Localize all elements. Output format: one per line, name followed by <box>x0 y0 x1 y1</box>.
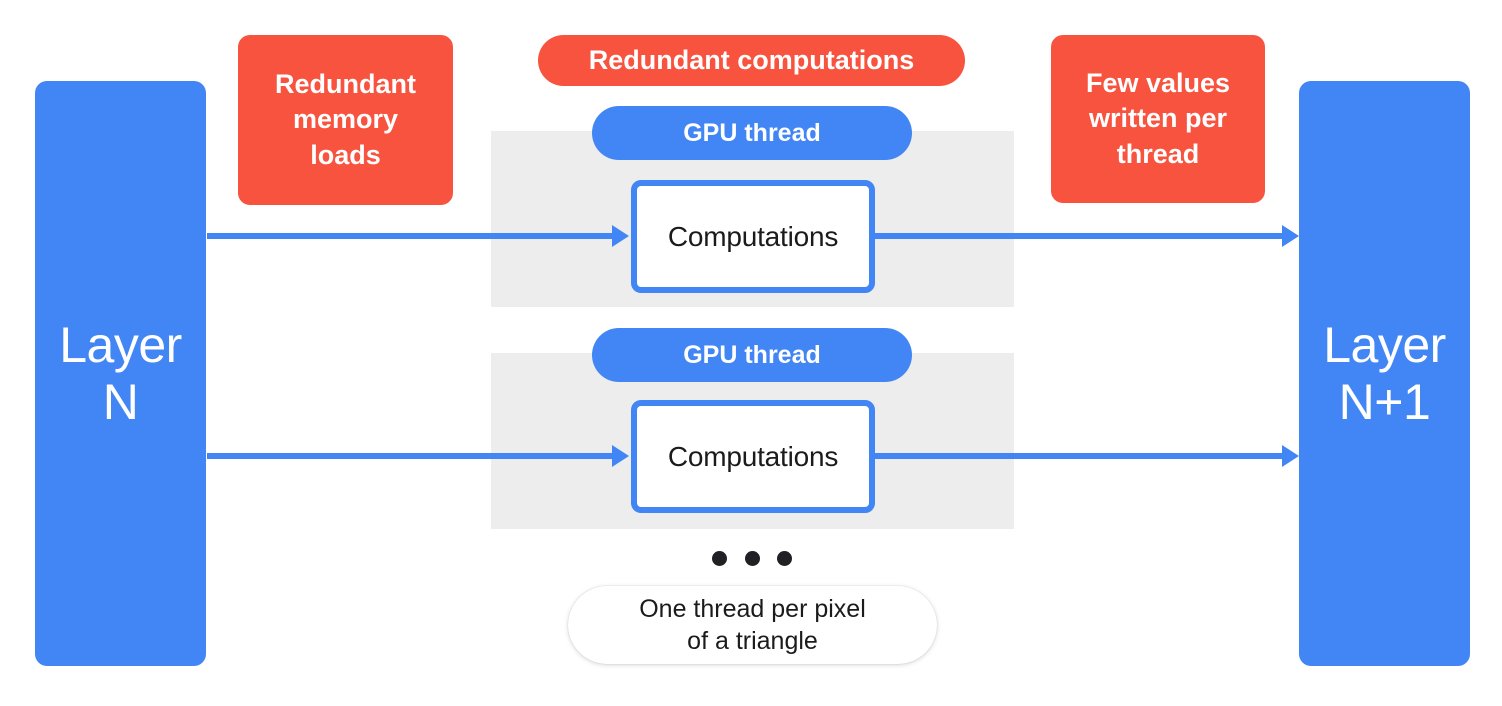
layer-n-plus-1-box: Layer N+1 <box>1299 81 1470 666</box>
arrow-thread-1-to-layer-n-plus-1 <box>875 233 1283 239</box>
arrow-head-icon-out-2 <box>1282 445 1299 467</box>
layer-n-box: Layer N <box>35 81 206 666</box>
gpu-thread-pill-1: GPU thread <box>592 106 912 160</box>
computations-box-2: Computations <box>631 400 875 513</box>
arrow-head-icon-in-1 <box>612 225 629 247</box>
computations-box-1: Computations <box>631 180 875 293</box>
arrow-thread-2-to-layer-n-plus-1 <box>875 453 1283 459</box>
arrow-layer-n-to-thread-1 <box>207 233 619 239</box>
ellipsis-dot <box>777 550 792 566</box>
arrow-head-icon-in-2 <box>612 445 629 467</box>
arrow-layer-n-to-thread-2 <box>207 453 619 459</box>
gpu-thread-pill-2: GPU thread <box>592 328 912 382</box>
ellipsis-dot <box>744 550 760 566</box>
callout-few-values-written-per-thread: Few values written per thread <box>1051 35 1265 203</box>
ellipsis-dot <box>712 550 727 566</box>
arrow-head-icon-out-1 <box>1282 225 1299 247</box>
callout-redundant-memory-loads: Redundant memory loads <box>238 35 453 205</box>
note-one-thread-per-pixel: One thread per pixel of a triangle <box>568 586 937 664</box>
callout-redundant-computations: Redundant computations <box>538 35 965 86</box>
ellipsis-dots-icon <box>712 548 792 568</box>
